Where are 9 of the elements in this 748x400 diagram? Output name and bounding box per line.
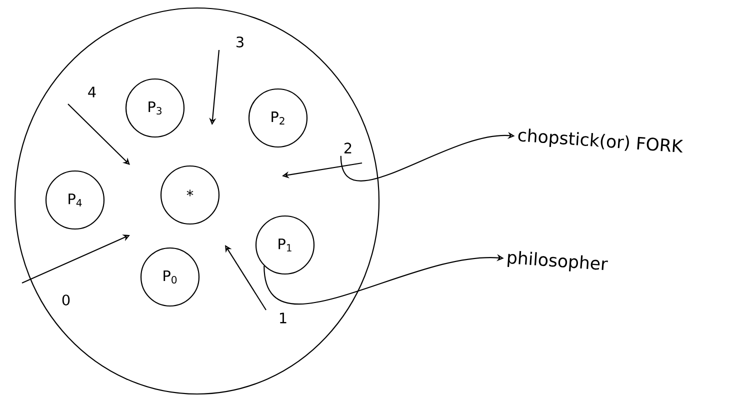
arrow: [68, 104, 130, 165]
annotation-text: philosopher: [507, 251, 608, 272]
number-label: 3: [236, 36, 244, 48]
number-label: 0: [62, 294, 70, 306]
number-label: 4: [88, 86, 96, 98]
number-label: 1: [280, 312, 286, 324]
table-circle: [14, 7, 380, 395]
number-label: 2: [344, 142, 352, 154]
annotation-text: chopstick(or) FORK: [518, 128, 684, 153]
